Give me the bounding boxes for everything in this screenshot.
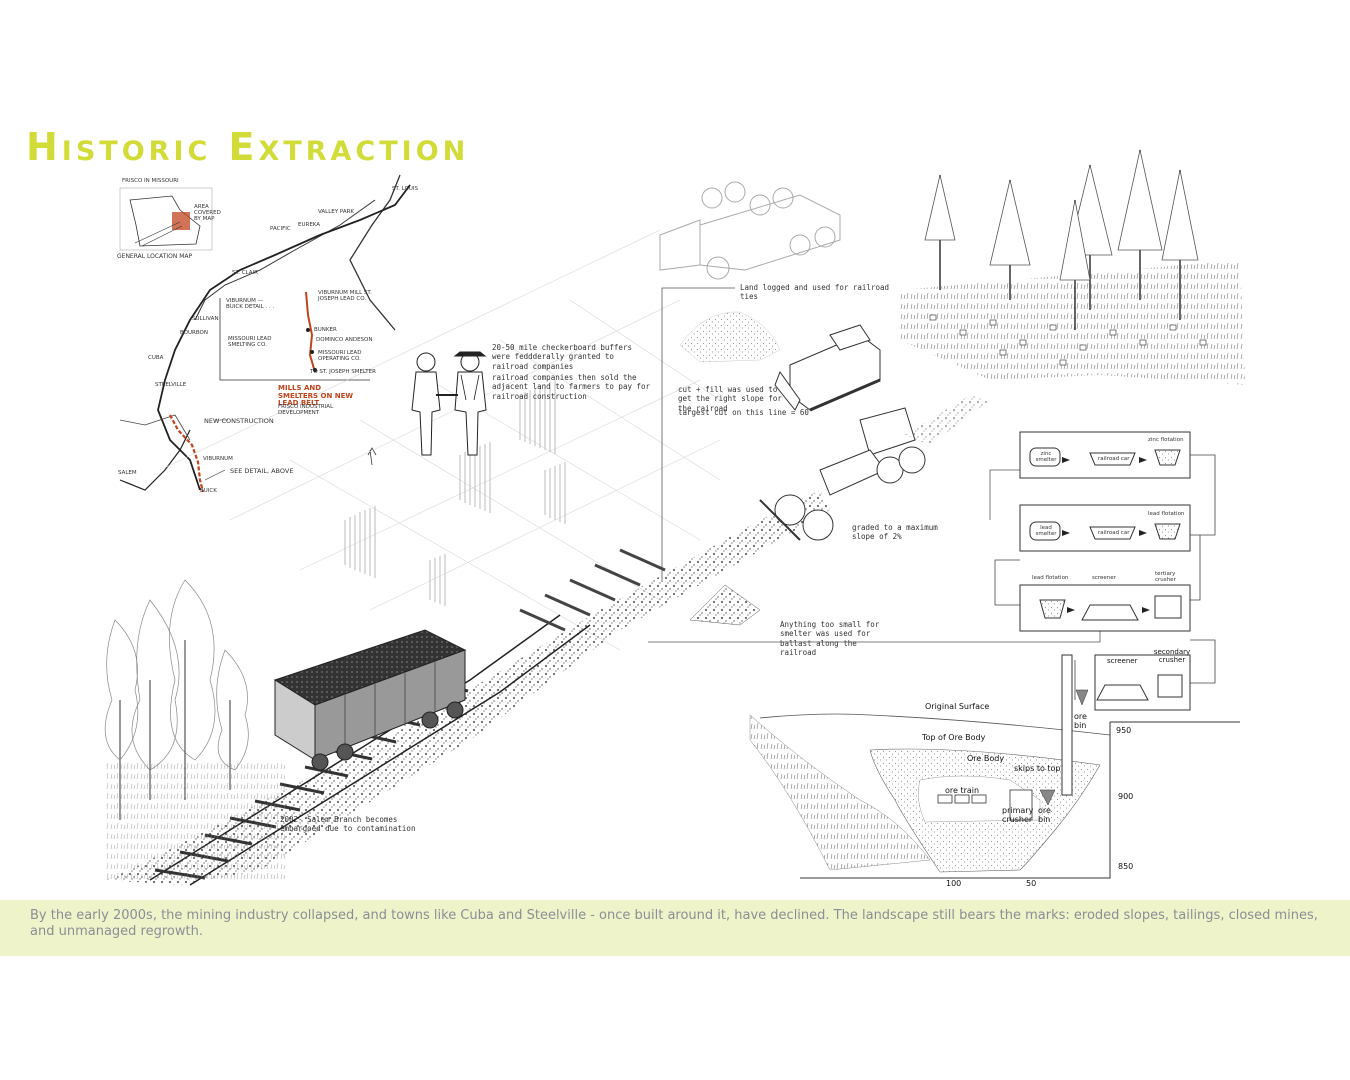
map-legend-title: MILLS AND SMELTERS ON NEW LEAD BELT <box>278 384 354 408</box>
detail-red-line <box>305 291 316 373</box>
footer-band: By the early 2000s, the mining industry … <box>0 900 1350 956</box>
label-distance-50: 50 <box>1026 879 1037 888</box>
map-label-new-construction: NEW CONSTRUCTION <box>204 417 274 425</box>
label-ore-body: Ore Body <box>967 754 1005 763</box>
annotation-graded: graded to a maximum slope of 2% <box>852 523 938 542</box>
map-label-valley-park: VALLEY PARK <box>318 209 355 215</box>
map-mill-missouri-smelting: MISSOURI LEAD SMELTING CO. <box>228 336 272 349</box>
mine-cross-section <box>749 654 1240 879</box>
map-label-eureka: EUREKA <box>298 222 321 228</box>
annotation-ballast: Anything too small for smelter was used … <box>780 620 880 658</box>
meramec-river <box>194 199 376 321</box>
map-label-salem: SALEM <box>118 470 137 476</box>
annotation-cut-fill: cut + fill was used to get the right slo… <box>678 385 782 413</box>
annotation-salem-branch: 2002- Salem Branch becomes embargoed due… <box>280 815 416 834</box>
label-screener-tertiary: screener <box>1092 575 1116 581</box>
map-label-cuba: CUBA <box>148 355 164 361</box>
label-zinc-smelter: zinc smelter <box>1035 451 1057 464</box>
forest-stumps <box>900 149 1245 385</box>
map-legend-subtitle: FRISCO INDUSTRIAL DEVELOPMENT <box>278 404 334 417</box>
farmers-handshake <box>411 351 487 456</box>
hopper-car <box>273 629 467 771</box>
map-label-sullivan: SULLIVAN <box>192 316 219 322</box>
historic-railroad-map <box>119 174 411 493</box>
crop-field-hatching <box>344 380 566 606</box>
ballast-pile <box>689 584 761 626</box>
annotation-largest-cut: largest cut on this line = 60' <box>678 408 814 417</box>
map-label-steelville: STEELVILLE <box>155 382 187 388</box>
map-label-buick: BUICK <box>200 488 217 494</box>
annotation-railroad-sold: railroad companies then sold the adjacen… <box>492 373 651 401</box>
road-grader <box>759 407 926 541</box>
north-arrow-icon <box>367 447 377 466</box>
map-label-pacific: PACIFIC <box>270 226 291 232</box>
label-railroad-car-lead: railroad car <box>1098 530 1130 536</box>
label-depth-850: 850 <box>1118 862 1134 871</box>
missouri-outline <box>129 195 201 247</box>
label-original-surface: Original Surface <box>925 702 990 711</box>
label-ore-bin-top: ore bin <box>1074 712 1087 730</box>
label-lead-flotation-top: lead flotation <box>1148 511 1185 517</box>
mississippi-river <box>349 174 401 331</box>
map-inset-caption: GENERAL LOCATION MAP <box>117 253 193 260</box>
label-ore-train: ore train <box>945 786 980 795</box>
process-boxes <box>1019 431 1191 711</box>
new-construction-line <box>169 414 205 493</box>
map-label-viburnum: VIBURNUM <box>203 456 233 462</box>
area-covered-marker <box>172 212 190 230</box>
map-mill-bunker: BUNKER <box>314 327 337 333</box>
dirt-pile <box>679 311 781 363</box>
label-ore-bin-bottom: ore bin <box>1038 806 1051 824</box>
process-arrows <box>1062 457 1150 613</box>
label-depth-950: 950 <box>1116 726 1132 735</box>
log-truck <box>659 181 841 280</box>
annotation-checkerboard: 20-50 mile checkerboard buffers were fed… <box>492 343 632 371</box>
map-label-st-louis: ST. LOUIS <box>392 186 419 192</box>
label-primary-crusher: primary crusher <box>1002 806 1034 824</box>
map-label-see-detail: SEE DETAIL, ABOVE <box>230 467 294 475</box>
bulldozer <box>774 324 881 412</box>
map-label-st-clair: ST. CLAIR <box>232 270 258 276</box>
label-zinc-flotation: zinc flotation <box>1148 437 1184 443</box>
annotation-logged: Land logged and used for railroad ties <box>740 283 890 302</box>
label-lead-smelter: lead smelter <box>1035 525 1057 538</box>
label-screener-secondary: screener <box>1107 657 1138 665</box>
map-mill-viburnum: VIBURNUM MILL ST. JOSEPH LEAD CO. <box>318 290 372 303</box>
label-top-of-ore-body: Top of Ore Body <box>922 733 986 742</box>
label-railroad-car-zinc: railroad car <box>1098 456 1130 462</box>
map-label-bourbon: BOURBON <box>180 330 208 336</box>
label-distance-100: 100 <box>946 879 962 888</box>
label-tertiary-crusher: tertiary crusher <box>1155 571 1176 584</box>
process-flow-lines <box>994 454 1216 700</box>
label-depth-900: 900 <box>1118 792 1134 801</box>
map-mill-dominco: DOMINCO ANDESON <box>316 337 373 343</box>
map-mill-to-smelter: TO ST. JOSEPH SMELTER <box>310 369 376 375</box>
map-mill-missouri-operating: MISSOURI LEAD OPERATING CO. <box>318 350 362 363</box>
map-inset-area-label: AREA COVERED BY MAP <box>194 204 221 223</box>
page-title: Historic Extraction <box>26 125 470 169</box>
footer-text: By the early 2000s, the mining industry … <box>30 908 1318 939</box>
label-lead-flotation: lead flotation <box>1032 575 1069 581</box>
label-secondary-crusher: secondary crusher <box>1153 648 1191 664</box>
map-inset-title: FRISCO IN MISSOURI <box>122 178 179 184</box>
map-detail-title: VIBURNUM — BUICK DETAIL . . . <box>226 298 275 311</box>
label-skips-to-top: skips to top <box>1014 764 1061 773</box>
frisco-main-line <box>157 184 411 491</box>
